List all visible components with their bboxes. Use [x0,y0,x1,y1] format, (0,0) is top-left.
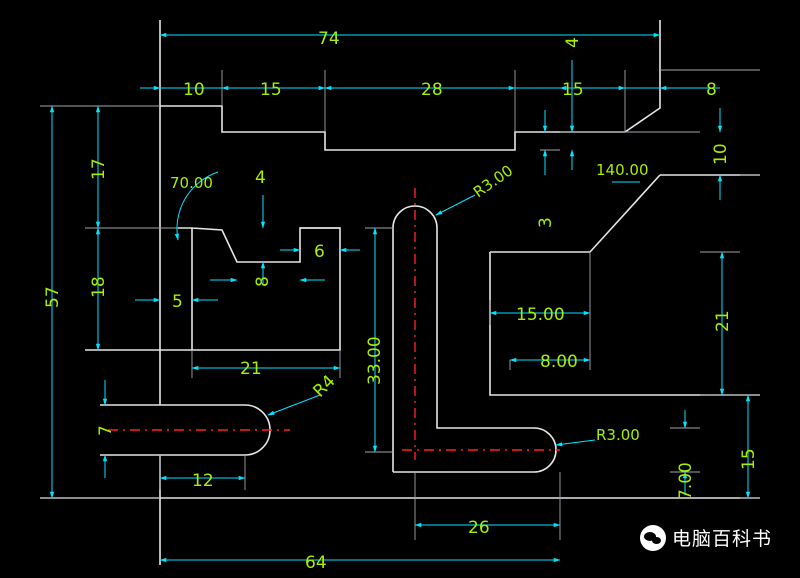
dim-r3-bottom: R3.00 [596,426,640,444]
watermark: 电脑百科书 [640,524,772,551]
dim-74: 74 [318,29,340,49]
watermark-text: 电脑百科书 [672,528,773,550]
dim-4-small: 4 [255,168,266,188]
dim-15-top-right: 15 [562,80,584,100]
dim-8-00: 8.00 [540,352,578,372]
dim-57: 57 [43,286,63,308]
dim-64: 64 [305,553,327,573]
dim-6: 6 [314,242,325,262]
dim-15-top: 15 [260,80,282,100]
wechat-icon [640,524,666,551]
dim-7-00: 7.00 [676,462,696,500]
dim-10-right: 10 [711,143,731,165]
dim-5: 5 [172,292,183,312]
dim-7-left: 7 [96,425,116,436]
dimension-lines [49,32,751,563]
dimension-labels: 74 10 15 28 15 8 4 17 18 57 7 70.00 4 6 … [43,29,759,573]
dim-15-right: 15 [739,448,759,470]
dim-17: 17 [89,158,109,180]
dim-8-small: 8 [253,276,273,287]
dim-21-horizontal: 21 [240,359,262,379]
dim-8-top-right: 8 [706,80,717,100]
dim-3: 3 [536,217,556,228]
part-outline [40,20,760,565]
dim-26: 26 [468,518,490,538]
dim-angle-140: 140.00 [596,161,649,179]
centerlines [108,188,560,460]
dim-33: 33.00 [365,336,385,385]
dim-21-vertical: 21 [713,310,733,332]
dim-r3-top: R3.00 [470,161,516,201]
dim-angle-70: 70.00 [170,174,213,192]
dim-28-top: 28 [421,80,443,100]
dim-12: 12 [192,471,214,491]
dim-4-top-right: 4 [563,37,583,48]
dim-10-top: 10 [183,80,205,100]
dim-15-00: 15.00 [516,305,565,325]
extension-lines [40,69,760,540]
dim-18: 18 [89,276,109,298]
